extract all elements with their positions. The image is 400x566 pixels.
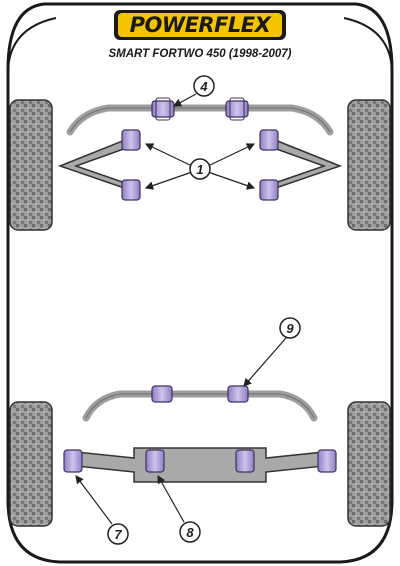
bushing-rear-arb-right: [227, 385, 249, 403]
bushing-front-wishbone-left-rear: [121, 179, 141, 201]
callout-1-leader-b: [144, 171, 193, 190]
powerflex-logo: POWERFLEX: [114, 10, 286, 40]
vehicle-title: SMART FORTWO 450 (1998-2007): [109, 48, 292, 60]
bushing-front-arb-left: [151, 97, 175, 121]
bushing-front-arb-right: [225, 97, 249, 121]
callout-9-label: 9: [286, 321, 294, 336]
callout-1-circle: [189, 158, 211, 180]
bushing-front-wishbone-left-front: [121, 129, 141, 151]
callout-7-leader: [75, 475, 113, 525]
bushing-front-wishbone-right-front: [259, 129, 279, 151]
car-body-outline: [6, 2, 394, 564]
callout-4-label: 4: [199, 79, 208, 94]
bushing-rear-inner-left: [145, 449, 165, 473]
bushing-rear-arb-left: [151, 385, 173, 403]
callout-8-label: 8: [186, 525, 194, 540]
callout-4-circle: [193, 75, 215, 97]
callout-7-circle: [107, 523, 129, 545]
callout-1-label: 1: [196, 162, 203, 177]
tyre-front-right: [347, 99, 391, 231]
callout-1-leader-d: [207, 171, 256, 190]
callout-8-leader: [157, 474, 185, 523]
callout-9-leader: [243, 337, 287, 387]
brand-logo-text: POWERFLEX: [130, 13, 273, 37]
callout-1-leader-c: [207, 143, 256, 167]
bushing-front-wishbone-right-rear: [259, 179, 279, 201]
tyre-rear-right: [347, 401, 391, 527]
tyre-rear-left: [9, 401, 53, 527]
front-right-arch: [343, 17, 393, 71]
callout-9-circle: [279, 317, 301, 339]
bushing-rear-outer-left: [63, 449, 83, 473]
callout-1-leader-a: [144, 143, 193, 167]
callout-4-leader: [172, 93, 197, 107]
callout-7-label: 7: [114, 527, 122, 542]
bushing-rear-outer-right: [317, 449, 337, 473]
tyre-front-left: [9, 99, 53, 231]
callout-8-circle: [179, 521, 201, 543]
front-left-arch: [7, 17, 57, 71]
bushing-rear-inner-right: [235, 449, 255, 473]
